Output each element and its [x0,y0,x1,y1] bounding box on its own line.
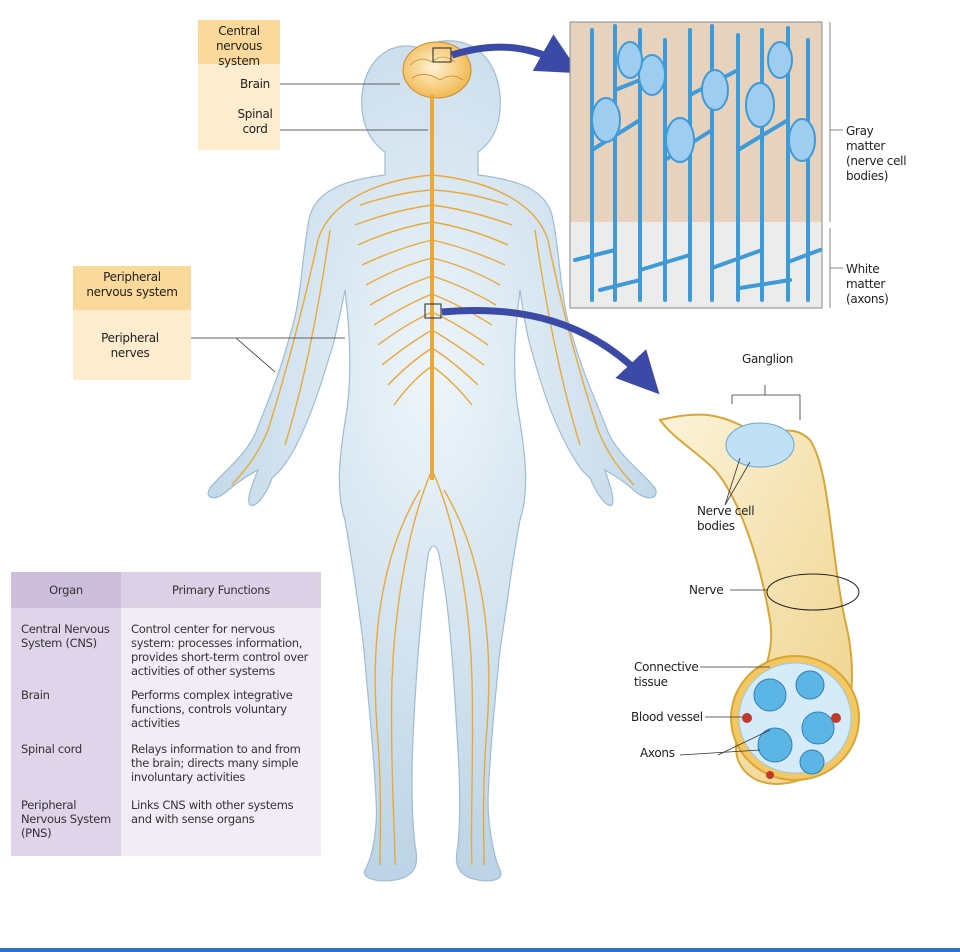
table-header-organ: Organ [11,572,121,608]
gray-white-matter-panel [570,22,843,308]
table-cell-organ: Spinal cord [11,738,121,794]
table-cell-function: Links CNS with other systems and with se… [121,794,321,856]
axons-label: Axons [640,746,675,761]
blood-vessel-label: Blood vessel [631,710,703,725]
table-row: Peripheral Nervous System (PNS) Links CN… [11,794,321,856]
table-cell-organ: Central Nervous System (CNS) [11,608,121,684]
bottom-divider [0,948,960,952]
table-row: Spinal cord Relays information to and fr… [11,738,321,794]
table-row: Brain Performs complex integrative funct… [11,684,321,738]
table-header-function: Primary Functions [121,572,321,608]
table-cell-organ: Brain [11,684,121,738]
ganglion-label: Ganglion [742,352,793,367]
table-cell-function: Performs complex integrative functions, … [121,684,321,738]
nerve-label: Nerve [689,583,723,598]
table-cell-function: Relays information to and from the brain… [121,738,321,794]
table-row: Central Nervous System (CNS) Control cen… [11,608,321,684]
table-cell-function: Control center for nervous system: proce… [121,608,321,684]
table-cell-organ: Peripheral Nervous System (PNS) [11,794,121,856]
brain-label: Brain [240,77,270,92]
organ-function-table: Organ Primary Functions Central Nervous … [11,572,321,856]
